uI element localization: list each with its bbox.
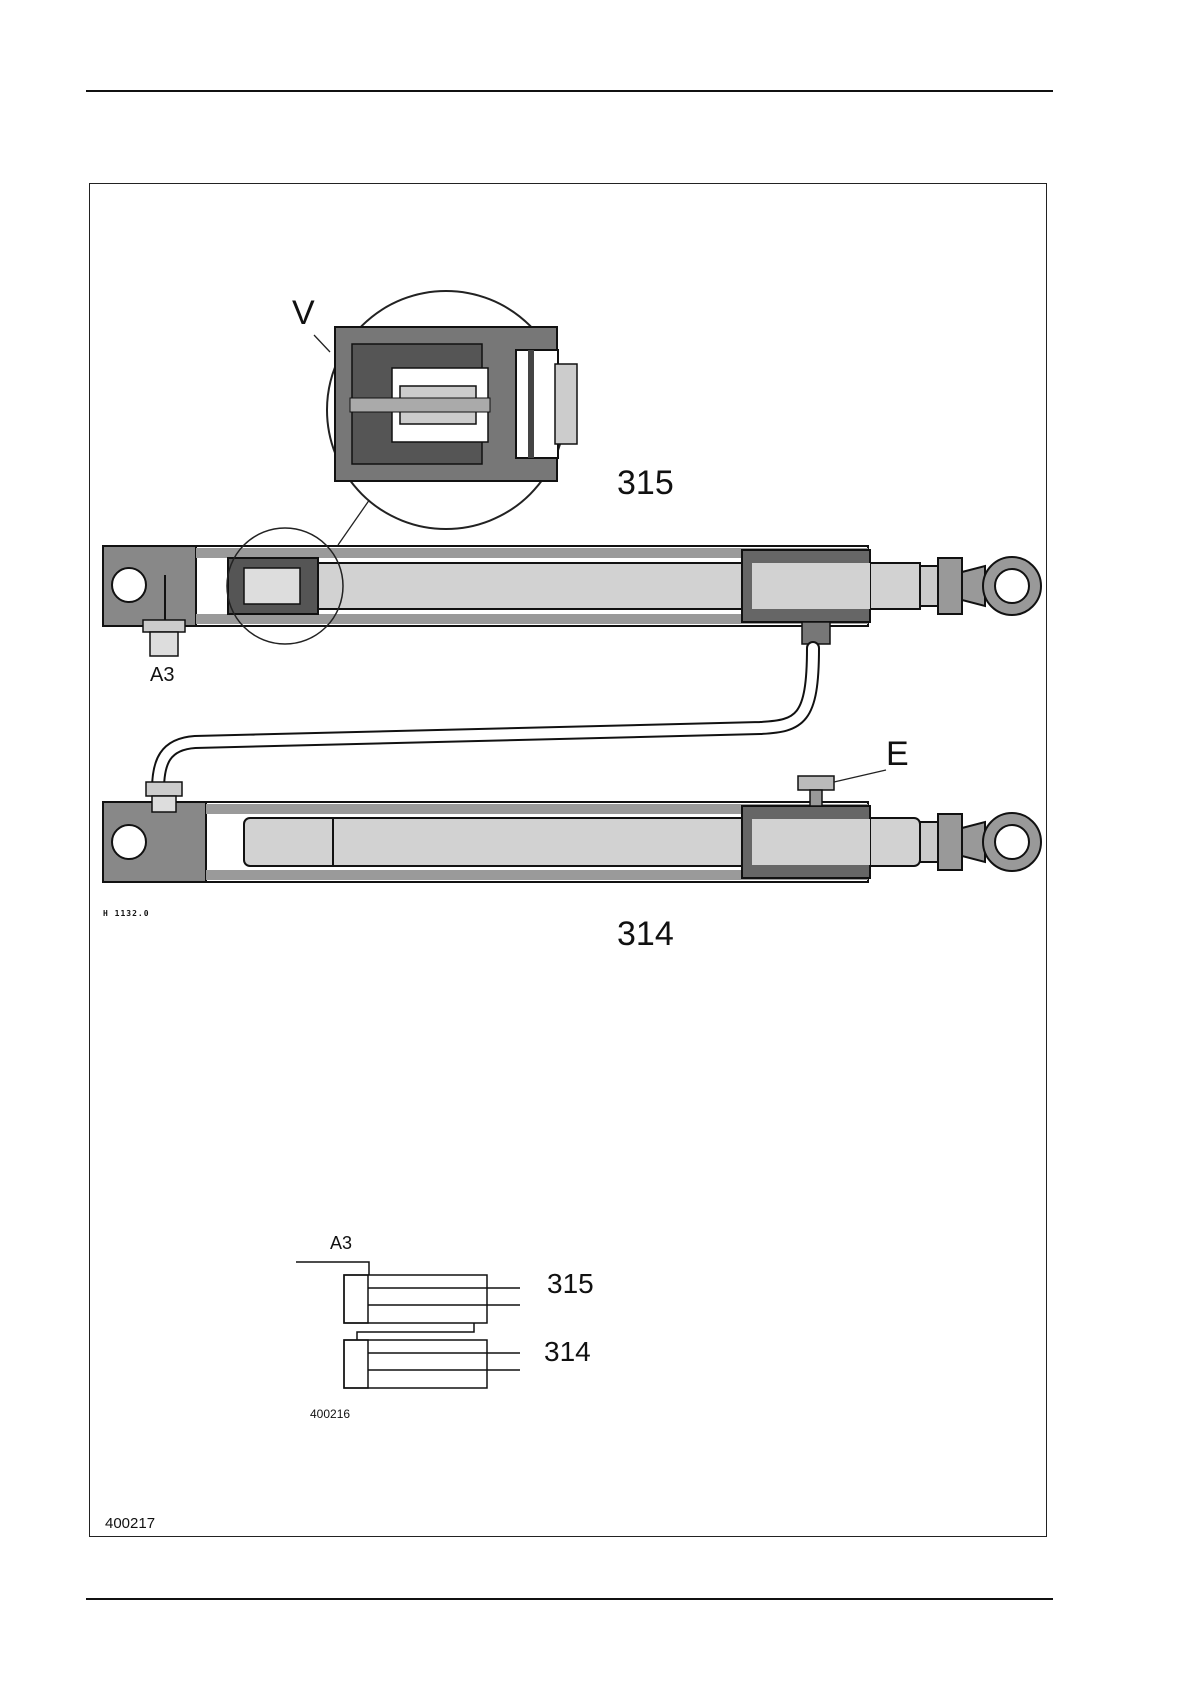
upper-cylinder-number: 315 — [617, 466, 674, 500]
valve-detail-magnifier — [314, 291, 577, 545]
cylinder-schematic — [296, 1262, 520, 1388]
lower-cylinder-number: 314 — [617, 917, 674, 951]
figure-id: 400217 — [105, 1516, 155, 1531]
valve-label: V — [292, 296, 315, 330]
lower-cylinder-314 — [103, 770, 1041, 882]
schematic-id: 400216 — [310, 1408, 350, 1420]
schematic-upper-number: 315 — [547, 1270, 594, 1298]
port-a3-label: A3 — [150, 665, 174, 685]
schematic-port-a3-label: A3 — [330, 1234, 352, 1252]
connecting-hose — [158, 648, 813, 790]
drawing-code: H 1132.0 — [103, 910, 150, 918]
schematic-lower-number: 314 — [544, 1338, 591, 1366]
upper-cylinder-315 — [103, 528, 1041, 656]
bleed-screw-label: E — [886, 737, 909, 771]
